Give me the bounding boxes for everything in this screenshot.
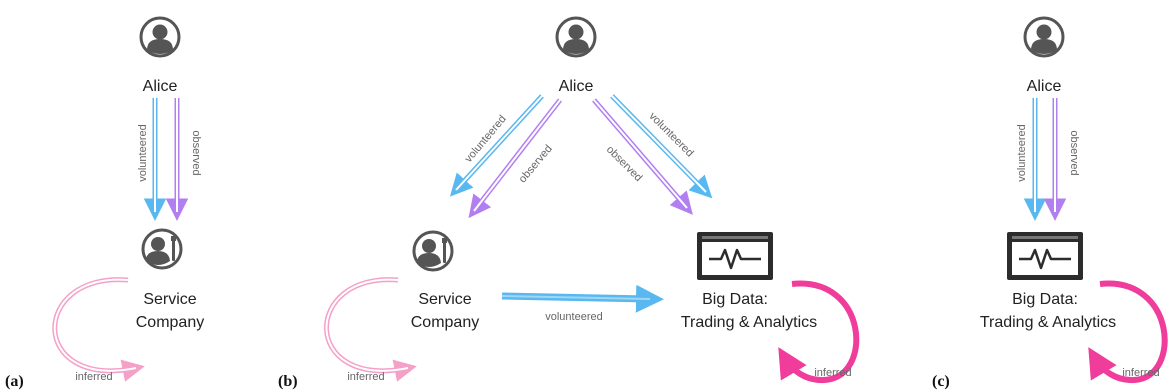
company-label-b-line2: Company <box>411 314 479 331</box>
company-label-b-line1: Service <box>418 291 471 308</box>
panel-tag-b: (b) <box>278 373 298 390</box>
volunteered-label-c: volunteered <box>1016 124 1028 182</box>
bigdata-label-b-line2: Trading & Analytics <box>681 314 817 331</box>
person-label-a: Alice <box>143 78 178 95</box>
big-data-icon-b <box>695 230 775 282</box>
service-company-icon-b <box>412 230 454 272</box>
alice-icon-b <box>555 16 597 58</box>
panel-b: Alice volunteered observed volunteered o… <box>278 16 860 390</box>
big-data-icon-c <box>1005 230 1085 282</box>
volunteered-label-a: volunteered <box>137 124 149 182</box>
person-label-c: Alice <box>1027 78 1062 95</box>
volunteered-label-b-right: volunteered <box>647 110 696 159</box>
panel-a: Alice volunteered observed Service Compa… <box>5 16 204 390</box>
inferred-label-b-bigdata: inferred <box>814 367 851 379</box>
bigdata-label-b-line1: Big Data: <box>702 291 768 308</box>
inferred-loop-b-bigdata <box>778 280 860 384</box>
company-label-a-line1: Service <box>143 291 196 308</box>
service-company-icon-a <box>141 228 183 270</box>
inferred-loop-c <box>1088 280 1168 384</box>
person-label-b: Alice <box>559 78 594 95</box>
panel-tag-c: (c) <box>932 373 950 390</box>
panel-tag-a: (a) <box>5 373 24 390</box>
inferred-label-a: inferred <box>75 371 112 383</box>
alice-icon-a <box>139 16 181 58</box>
inferred-label-c: inferred <box>1122 367 1159 379</box>
company-label-a-line2: Company <box>136 314 204 331</box>
observed-label-a: observed <box>190 130 202 175</box>
panel-c: Alice volunteered observed Big Data: Tra… <box>932 16 1168 390</box>
volunteered-transfer-label-b: volunteered <box>545 311 603 323</box>
inferred-label-b-company: inferred <box>347 371 384 383</box>
bigdata-label-c-line1: Big Data: <box>1012 291 1078 308</box>
alice-icon-c <box>1023 16 1065 58</box>
bigdata-label-c-line2: Trading & Analytics <box>980 314 1116 331</box>
observed-label-c: observed <box>1068 130 1080 175</box>
